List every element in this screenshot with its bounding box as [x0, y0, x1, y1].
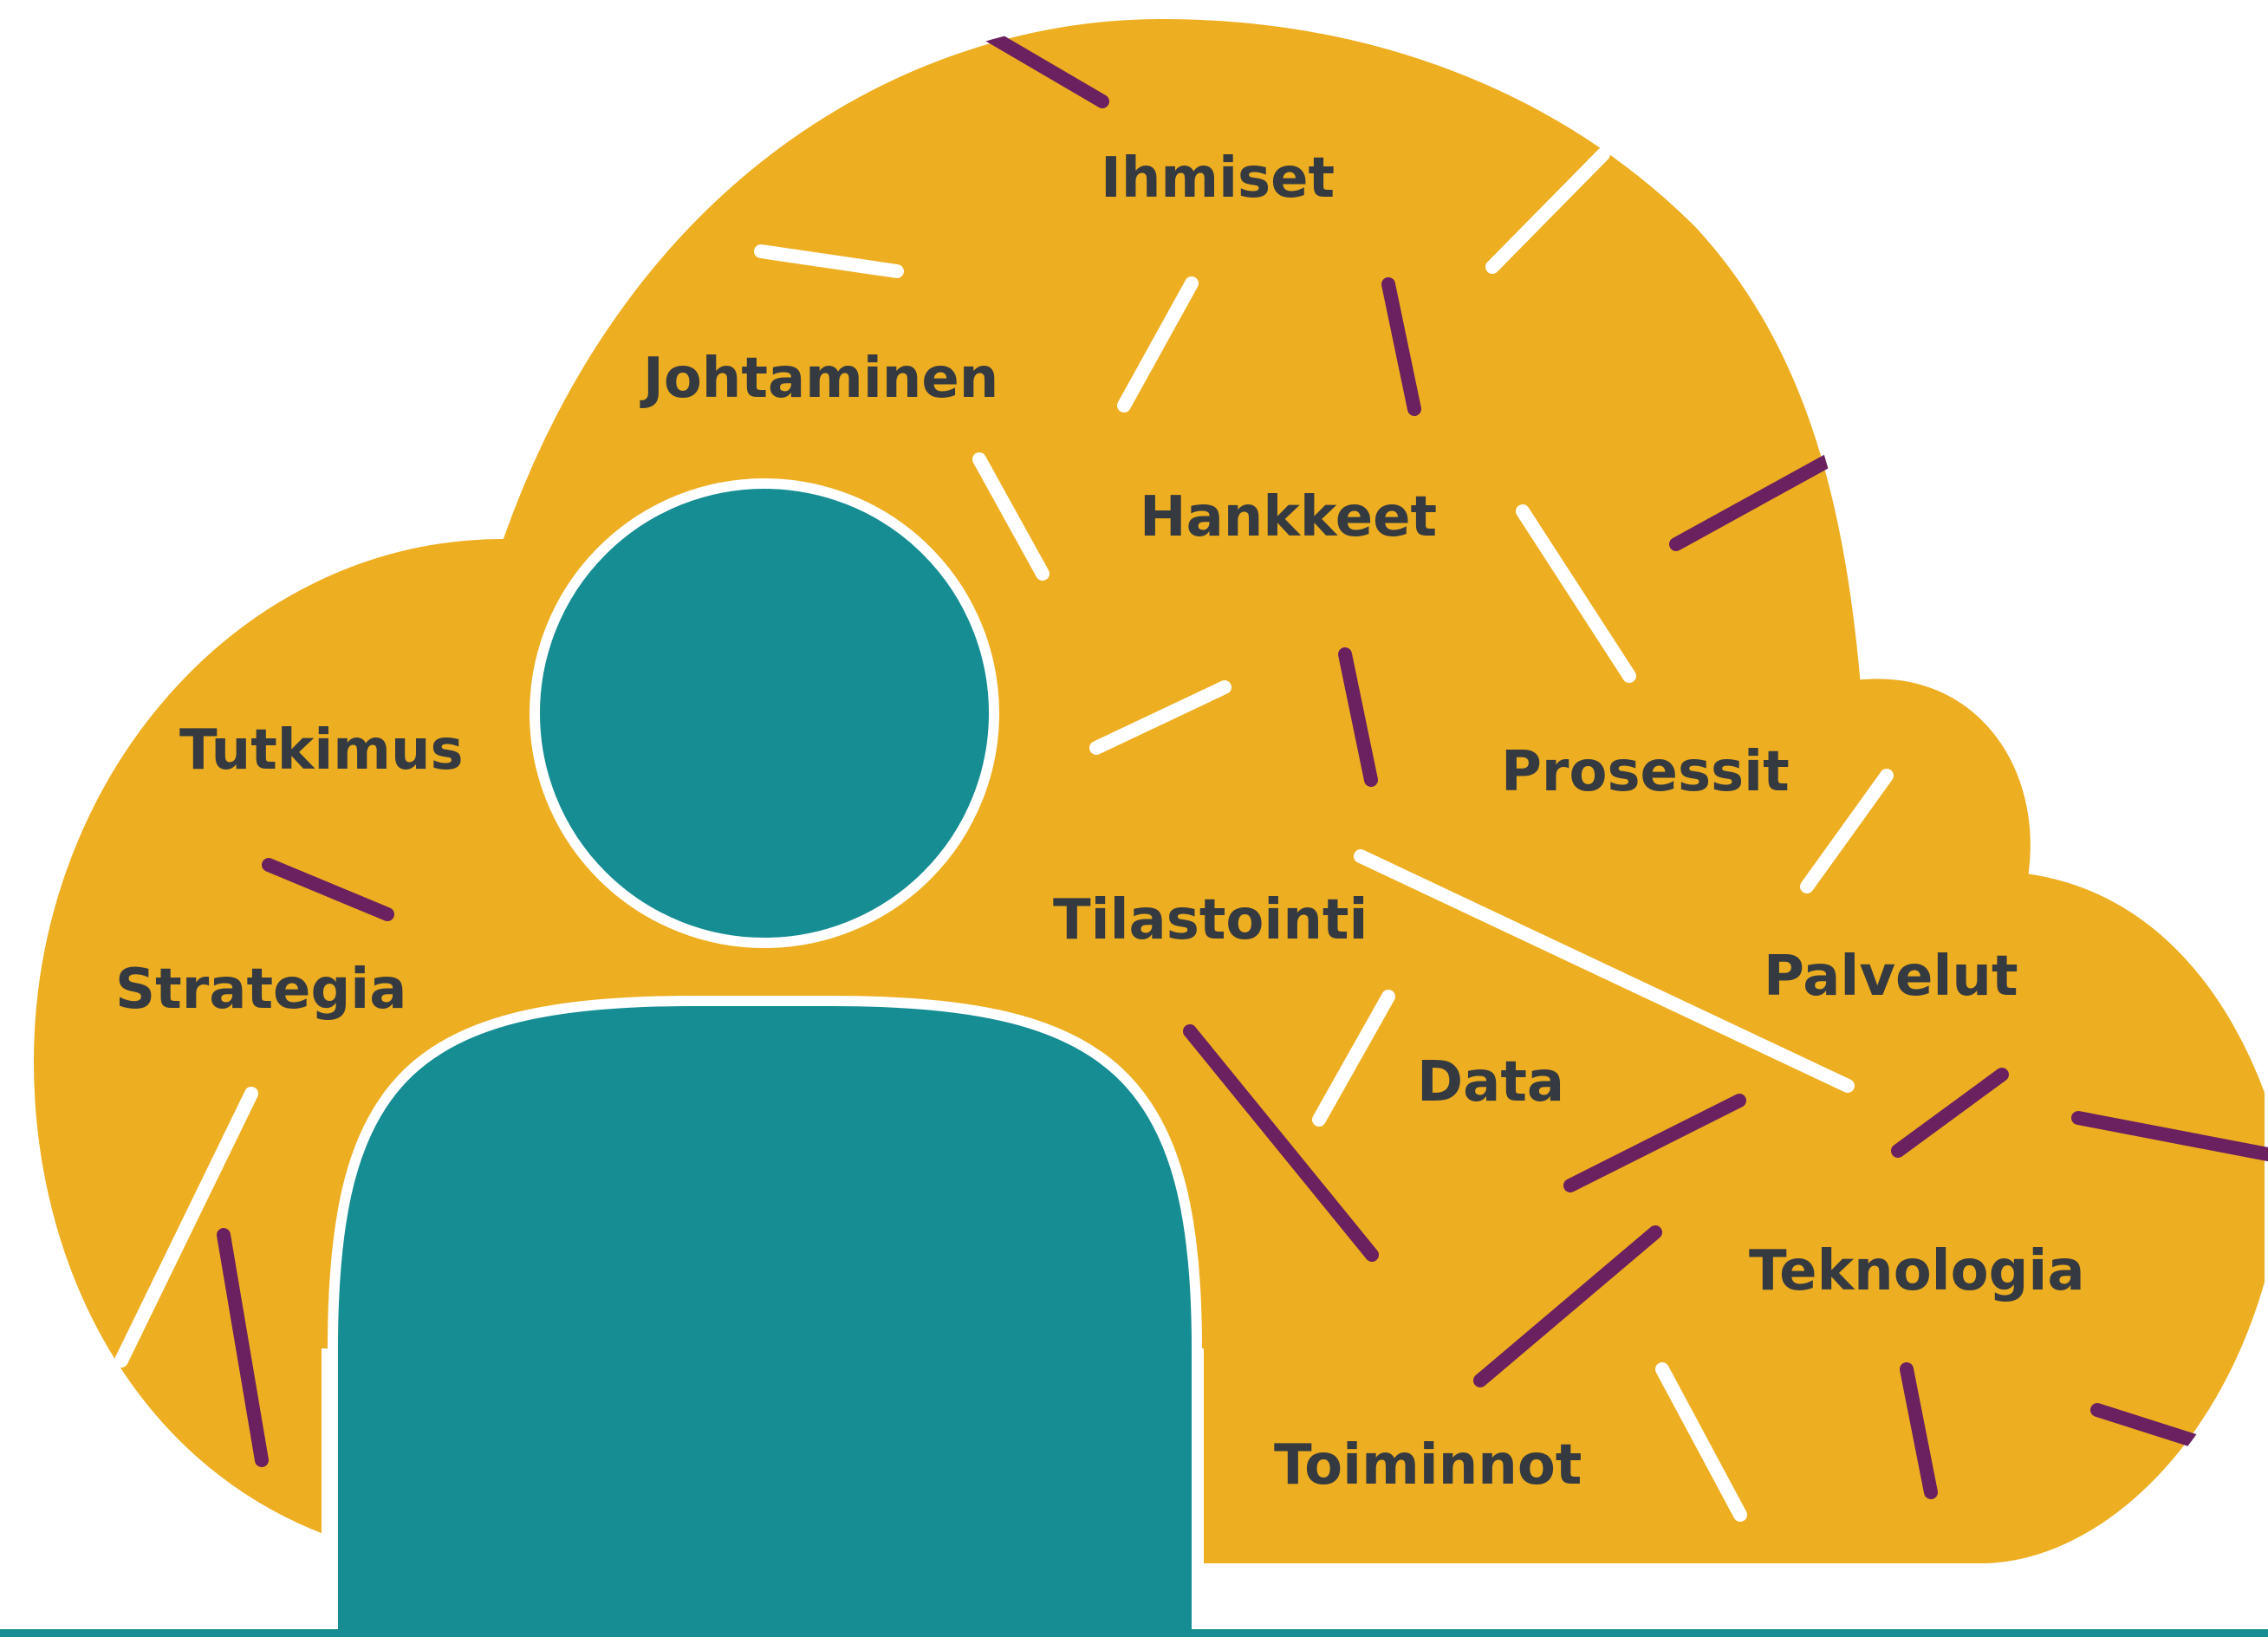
- word-palvelut: Palvelut: [1764, 945, 2018, 1009]
- purple-stroke: [1473, 1225, 1662, 1387]
- word-hankkeet: Hankkeet: [1140, 485, 1437, 549]
- purple-stroke: [1900, 1362, 1938, 1499]
- cloud-words: Ihmiset Johtaminen Hankkeet Tutkimus Pro…: [115, 146, 2085, 1497]
- word-toiminnot: Toiminnot: [1274, 1433, 1582, 1497]
- white-stroke: [1089, 680, 1231, 755]
- word-strategia: Strategia: [115, 958, 406, 1022]
- white-stroke: [1516, 504, 1636, 683]
- white-stroke: [1485, 147, 1610, 274]
- word-johtaminen: Johtaminen: [640, 347, 998, 411]
- white-stroke: [754, 244, 904, 278]
- word-ihmiset: Ihmiset: [1101, 146, 1335, 211]
- stroke-pattern: [114, 17, 2268, 1522]
- white-stroke: [1354, 849, 1855, 1093]
- white-stroke: [1800, 769, 1894, 893]
- purple-stroke: [217, 1228, 269, 1467]
- white-stroke: [1655, 1362, 1747, 1522]
- purple-stroke: [262, 858, 394, 921]
- purple-stroke: [2071, 1111, 2268, 1161]
- person-body: [328, 996, 1202, 1637]
- white-stroke: [972, 452, 1050, 581]
- baseline-bar: [0, 1629, 2268, 1637]
- white-stroke: [114, 1087, 258, 1367]
- word-data: Data: [1417, 1050, 1564, 1114]
- purple-stroke: [1381, 277, 1421, 416]
- person-head: [530, 478, 999, 948]
- word-prosessit: Prosessit: [1501, 740, 1790, 804]
- purple-stroke: [1669, 452, 1837, 551]
- word-tilastointi: Tilastointi: [1053, 888, 1368, 952]
- word-tutkimus: Tutkimus: [179, 718, 464, 783]
- word-teknologia: Teknologia: [1749, 1239, 2085, 1303]
- purple-stroke: [1891, 1068, 2009, 1158]
- person-icon: [328, 478, 1202, 1637]
- white-stroke: [1117, 276, 1199, 412]
- purple-stroke: [1338, 647, 1378, 787]
- purple-stroke: [1183, 1024, 1379, 1262]
- purple-stroke: [1563, 1094, 1746, 1192]
- white-stroke: [1312, 990, 1395, 1127]
